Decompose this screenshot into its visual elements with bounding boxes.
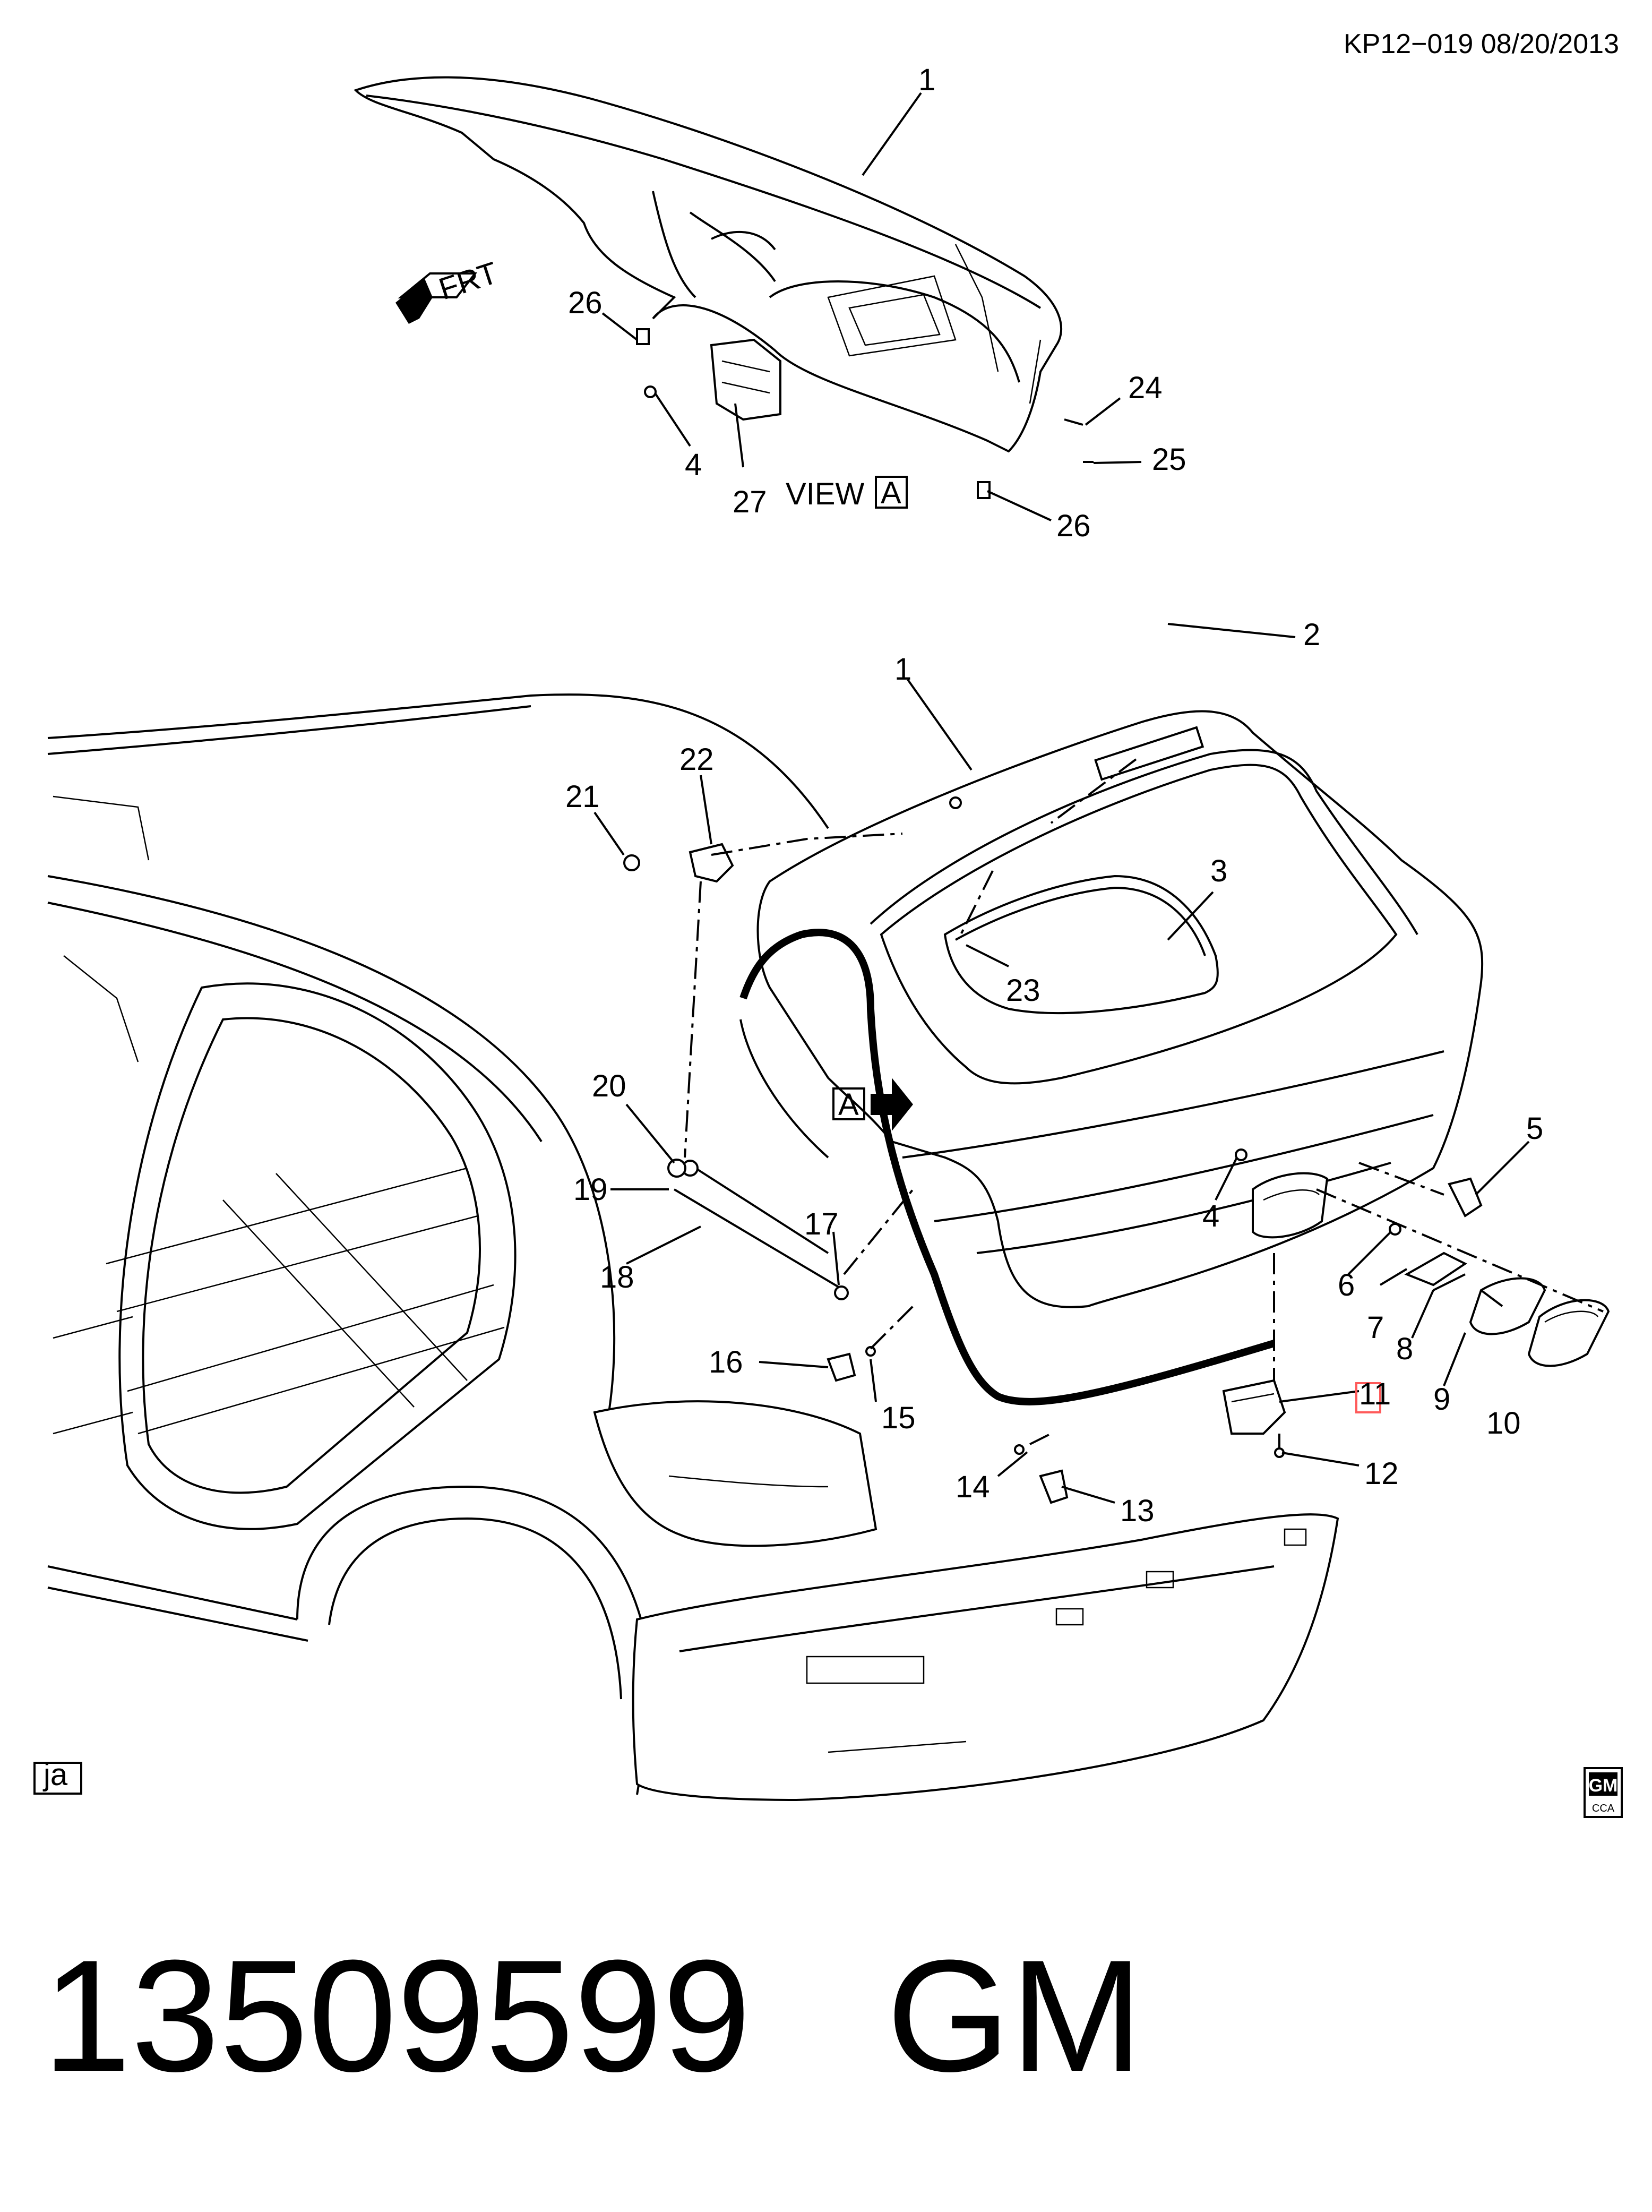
nut-26-lower [977, 481, 991, 499]
striker-13 [1039, 1469, 1069, 1504]
latch-assembly [1222, 1379, 1286, 1435]
callout-13: 13 [1120, 1494, 1155, 1528]
bracket-27 [710, 338, 781, 421]
callout-8: 8 [1396, 1332, 1413, 1366]
weatherstrip-seal [739, 929, 1276, 1405]
view-marker-letter: A [838, 1087, 859, 1122]
bracket-16 [827, 1352, 856, 1382]
callout-26-view-a-lower: 26 [1056, 509, 1091, 543]
callout-2: 2 [1303, 618, 1320, 652]
liftgate-hinge [689, 843, 734, 883]
callout-10: 10 [1486, 1406, 1521, 1441]
callout-15: 15 [881, 1401, 916, 1435]
callout-19: 19 [573, 1172, 608, 1207]
switch-5 [1448, 1177, 1483, 1218]
view-a-marker: A [832, 1078, 913, 1131]
callout-16: 16 [709, 1345, 743, 1379]
liftgate-inner-panel [354, 76, 1063, 453]
roof-line [47, 693, 829, 829]
callout-1-main: 1 [894, 652, 911, 687]
callout-27: 27 [733, 485, 767, 519]
main-vehicle-view: A 2 1 22 21 3 23 20 19 18 [47, 618, 1610, 1802]
callout-12: 12 [1364, 1456, 1399, 1491]
brand-caption: GM [887, 1926, 1143, 2105]
screw-24 [1064, 418, 1083, 426]
tail-lamp [593, 1400, 877, 1547]
license-plate-pocket [976, 1162, 1391, 1254]
latch-gasket-8 [1433, 1273, 1466, 1291]
lamp-lens-10 [1527, 1299, 1610, 1367]
lamp-gasket-9 [1469, 1277, 1546, 1335]
part-number-caption: 13509599 [42, 1926, 751, 2105]
view-label-letter: A [881, 476, 901, 510]
callout-17: 17 [804, 1207, 839, 1241]
callout-6: 6 [1338, 1268, 1355, 1302]
artist-tag: ja [33, 1757, 82, 1795]
artist-initials: ja [42, 1757, 68, 1792]
callout-25: 25 [1152, 442, 1186, 477]
callout-3: 3 [1210, 854, 1227, 888]
highlight-11 [1355, 1382, 1381, 1413]
callout-22: 22 [679, 742, 714, 777]
callout-24: 24 [1128, 371, 1163, 405]
callout-4-view-a: 4 [685, 448, 702, 482]
view-a-label: VIEW A [786, 476, 908, 511]
callout-26-view-a-upper: 26 [568, 286, 603, 320]
ball-stud-20 [667, 1159, 686, 1178]
rear-glass [943, 874, 1219, 1015]
door-aperture [118, 982, 517, 1530]
callout-23: 23 [1006, 973, 1040, 1008]
rear-window-opening [880, 764, 1398, 1085]
view-a-detail: FRT 1 26 24 25 4 27 26 VIEW A [354, 63, 1186, 543]
callout-20: 20 [592, 1069, 626, 1103]
front-direction-arrow: FRT [395, 255, 502, 324]
callout-4-main: 4 [1202, 1199, 1219, 1233]
gm-logo-subtext: CCA [1592, 1803, 1615, 1814]
rear-bumper [632, 1513, 1339, 1802]
drawing-code: KP12−019 08/20/2013 [1344, 29, 1619, 59]
callout-21: 21 [565, 779, 600, 814]
callout-14: 14 [956, 1470, 990, 1504]
callout-18: 18 [600, 1260, 634, 1294]
frt-label: FRT [435, 255, 502, 306]
gas-strut [673, 1188, 845, 1291]
callout-7: 7 [1367, 1310, 1384, 1345]
latch-bracket-7 [1404, 1251, 1467, 1287]
gm-logo-text: GM [1589, 1776, 1618, 1796]
callout-5: 5 [1526, 1111, 1543, 1146]
bolt-4-upper [644, 385, 657, 398]
callout-11: 11 [1359, 1377, 1391, 1411]
nut-26-upper [636, 328, 650, 345]
view-label-text: VIEW [786, 477, 864, 511]
callout-9: 9 [1433, 1382, 1450, 1417]
rear-wheel-arch [296, 1485, 655, 1795]
callout-1-view-a: 1 [918, 63, 935, 97]
gm-logo: GM CCA [1584, 1767, 1623, 1818]
handle-housing [1252, 1172, 1329, 1239]
